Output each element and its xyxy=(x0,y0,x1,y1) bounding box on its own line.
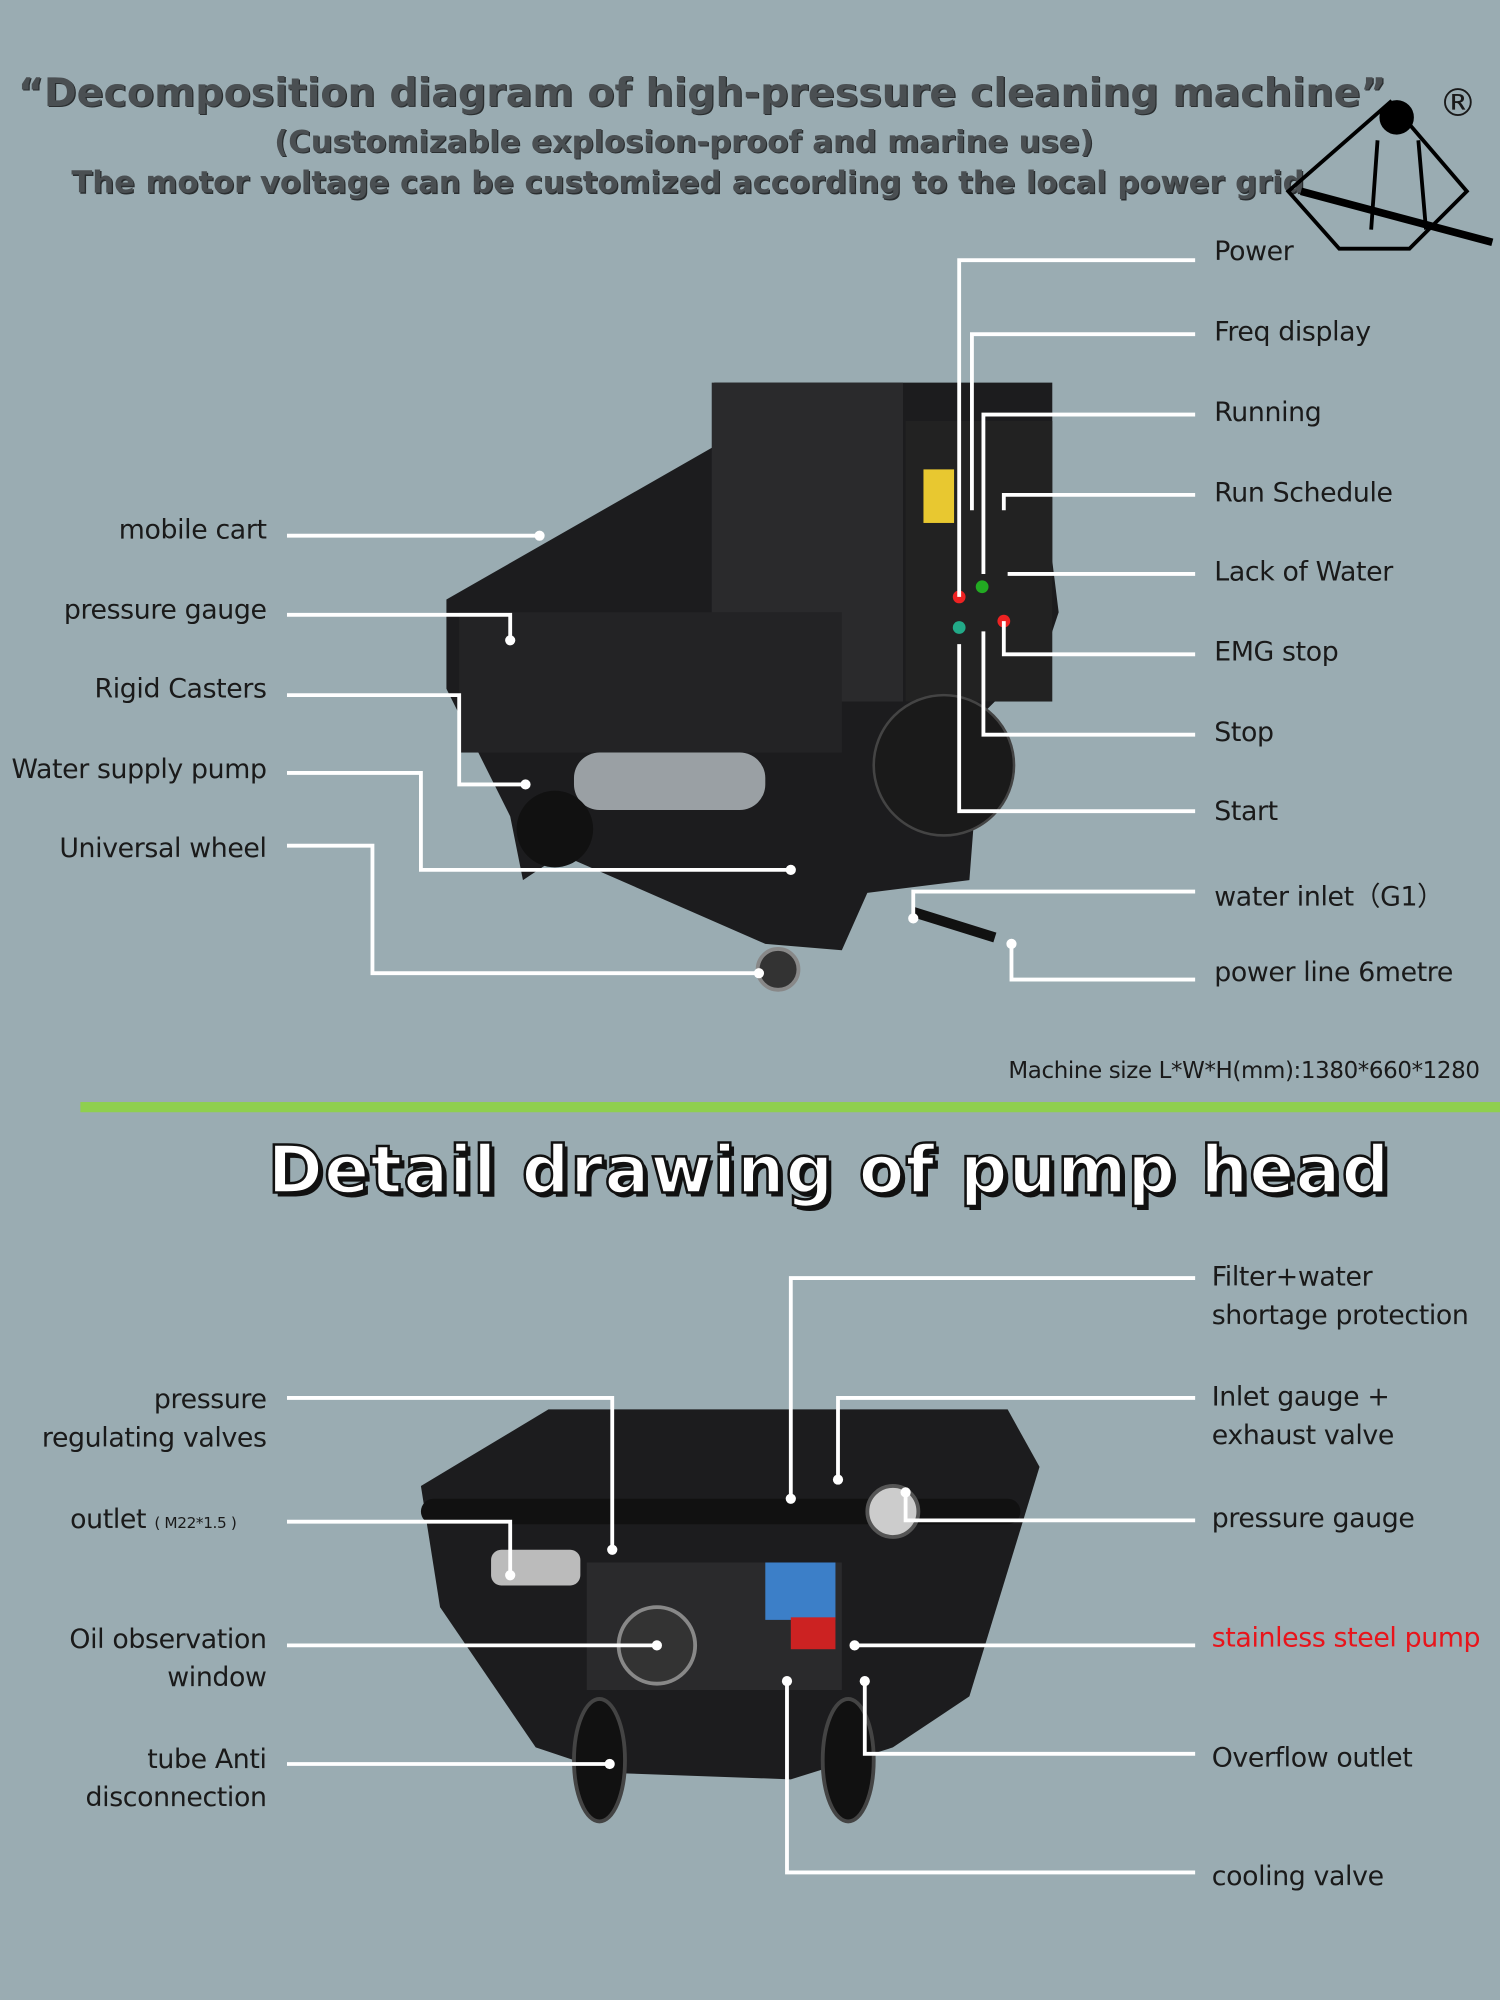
machine-size: Machine size L*W*H(mm):1380*660*1280 xyxy=(1008,1057,1480,1085)
label-water-inlet: water inlet（G1） xyxy=(1214,881,1444,912)
label-power-line: power line 6metre xyxy=(1214,956,1453,988)
label-run-schedule: Run Schedule xyxy=(1214,477,1393,508)
page-title: “Decomposition diagram of high-pressure … xyxy=(17,70,1387,117)
label-stainless-steel-pump: stainless steel pump xyxy=(1211,1622,1481,1654)
section-divider xyxy=(80,1102,1500,1113)
pump-section-title: Detail drawing of pump head xyxy=(266,1131,1391,1210)
label-cooling-valve: cooling valve xyxy=(1211,1860,1384,1892)
page-note: The motor voltage can be customized acco… xyxy=(71,164,1305,201)
machine-photo xyxy=(446,382,1059,992)
label-emg-stop: EMG stop xyxy=(1214,636,1339,668)
label-freq-display: Freq display xyxy=(1214,316,1371,347)
label-stop: Stop xyxy=(1214,716,1274,748)
label-pump-pressure-gauge: pressure gauge xyxy=(1211,1502,1415,1534)
label-rigid-casters: Rigid Casters xyxy=(94,673,267,705)
label-inlet-gauge: Inlet gauge +exhaust valve xyxy=(1211,1381,1395,1451)
label-pressure-gauge: pressure gauge xyxy=(63,594,267,625)
label-power: Power xyxy=(1214,235,1294,267)
page-subtitle: (Customizable explosion-proof and marine… xyxy=(274,123,1094,160)
label-mobile-cart: mobile cart xyxy=(118,514,267,545)
label-running: Running xyxy=(1214,396,1322,428)
outlet-spec: ( M22*1.5 ) xyxy=(154,1514,237,1532)
logo-worker-icon xyxy=(1285,99,1494,251)
leader-lines xyxy=(286,258,1196,1875)
pump-head-photo xyxy=(420,1409,1040,1824)
registered-mark: ® xyxy=(1438,81,1477,127)
label-water-supply-pump: Water supply pump xyxy=(11,753,267,785)
label-overflow-outlet: Overflow outlet xyxy=(1211,1742,1413,1773)
label-outlet: outlet ( M22*1.5 ) xyxy=(70,1503,237,1535)
label-lack-of-water: Lack of Water xyxy=(1214,556,1393,587)
label-universal-wheel: Universal wheel xyxy=(59,832,267,864)
label-start: Start xyxy=(1214,795,1278,827)
